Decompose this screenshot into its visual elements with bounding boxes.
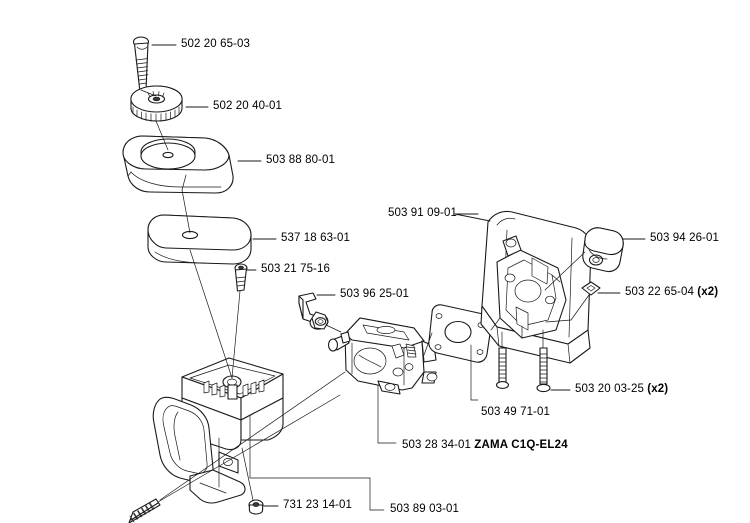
part-label-731-23-14-01: 731 23 14-01 bbox=[283, 499, 352, 512]
part-number: 503 49 71-01 bbox=[481, 406, 550, 418]
part-number: 537 18 63-01 bbox=[281, 232, 350, 244]
part-number: 502 20 65-03 bbox=[181, 38, 250, 50]
part-filter-screw bbox=[234, 263, 248, 292]
part-tank-nut bbox=[241, 447, 264, 515]
part-label-537-18-63-01: 537 18 63-01 bbox=[281, 232, 350, 245]
part-number: 731 23 14-01 bbox=[283, 499, 352, 511]
assembly-connector-lines bbox=[159, 249, 501, 501]
part-label-502-20-40-01: 502 20 40-01 bbox=[213, 100, 282, 113]
part-label-503-94-26-01: 503 94 26-01 bbox=[650, 232, 719, 245]
part-number: 503 28 34-01 bbox=[402, 439, 471, 451]
part-intake-boot bbox=[544, 227, 624, 291]
part-label-503-22-65-04: 503 22 65-04 (x2) bbox=[625, 286, 719, 299]
carburetor-brand-model: ZAMA C1Q-EL24 bbox=[474, 439, 568, 451]
part-throttle-link-lever bbox=[298, 292, 342, 333]
part-label-503-96-25-01: 503 96 25-01 bbox=[340, 288, 409, 301]
part-number: 503 88 80-01 bbox=[266, 154, 335, 166]
part-quantity: (x2) bbox=[697, 286, 719, 298]
part-air-filter-knob bbox=[130, 85, 183, 122]
part-number: 503 91 09-01 bbox=[388, 207, 457, 219]
part-number: 503 22 65-04 bbox=[625, 286, 694, 298]
part-long-mounting-screw-2 bbox=[536, 329, 551, 393]
part-quantity: (x2) bbox=[647, 383, 669, 395]
part-number: 502 20 40-01 bbox=[213, 100, 282, 112]
part-label-503-21-75-16: 503 21 75-16 bbox=[261, 263, 330, 276]
part-label-502-20-65-03: 502 20 65-03 bbox=[181, 38, 250, 51]
part-label-503-91-09-01: 503 91 09-01 bbox=[388, 207, 457, 220]
part-label-503-20-03-25: 503 20 03-25 (x2) bbox=[575, 383, 669, 396]
part-fuel-tank bbox=[152, 357, 385, 511]
part-long-mounting-screw-1 bbox=[495, 331, 510, 389]
part-air-filter-cover-screw bbox=[132, 36, 150, 93]
part-number: 503 20 03-25 bbox=[575, 383, 644, 395]
part-fuel-line-spring bbox=[128, 394, 341, 523]
part-air-filter-cover bbox=[122, 120, 234, 194]
part-label-503-49-71-01: 503 49 71-01 bbox=[481, 406, 550, 419]
part-number: 503 21 75-16 bbox=[261, 263, 330, 275]
part-number: 503 94 26-01 bbox=[650, 232, 719, 244]
part-intake-housing bbox=[454, 210, 592, 364]
part-label-503-89-03-01: 503 89 03-01 bbox=[390, 503, 459, 516]
part-label-503-28-34-01: 503 28 34-01 ZAMA C1Q-EL24 bbox=[402, 439, 568, 452]
part-number: 503 96 25-01 bbox=[340, 288, 409, 300]
part-square-washer bbox=[545, 281, 601, 323]
part-number: 503 89 03-01 bbox=[390, 503, 459, 515]
part-carburetor bbox=[327, 317, 438, 395]
part-air-filter-element bbox=[147, 189, 252, 265]
part-label-503-88-80-01: 503 88 80-01 bbox=[266, 154, 335, 167]
